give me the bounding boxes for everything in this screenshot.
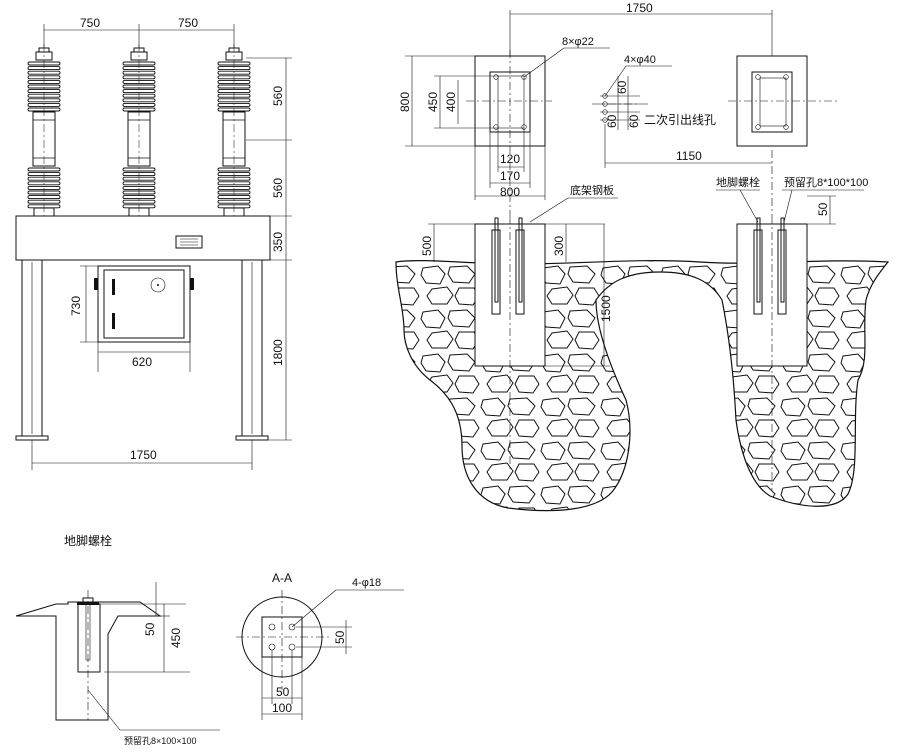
- bolt-detail: 地脚螺栓 50 450 预留孔8×100×100: [15, 533, 220, 746]
- section-aa: A-A 4-φ18 50 50 100: [236, 571, 404, 720]
- terminal-block-pins: [180, 238, 198, 246]
- dim-lower-insulator: 560: [271, 178, 285, 198]
- right-concrete-pier: [737, 224, 807, 366]
- section-aa-title: A-A: [272, 571, 292, 585]
- section-dim-100: 100: [272, 701, 292, 715]
- control-cabinet: [94, 265, 194, 343]
- label-reserved-hole: 预留孔8*100*100: [784, 176, 868, 189]
- bolt-detail-concrete: [15, 601, 162, 721]
- insulator-pole: [122, 44, 156, 217]
- label-anchor-holes: 8×φ22: [562, 36, 594, 48]
- label-base-plate: 底架钢板: [570, 183, 614, 197]
- dim-frame-height: 350: [271, 232, 285, 252]
- front-view: 750 750: [15, 16, 292, 470]
- right-foundation-pad: [736, 55, 808, 147]
- dim-300: 300: [552, 236, 566, 256]
- dim-1500: 1500: [599, 295, 613, 322]
- label-section-holes: 4-φ18: [352, 577, 381, 589]
- dim-500: 500: [420, 236, 434, 256]
- dim-inner-450: 450: [426, 92, 440, 112]
- left-pier-anchor-bolts: [491, 217, 525, 315]
- insulator-poles: [27, 44, 251, 217]
- dim-hole-60a: 60: [615, 80, 629, 94]
- label-anchor-bolt: 地脚螺栓: [716, 175, 760, 189]
- insulator-pole: [217, 44, 251, 217]
- dim-cabinet-height: 730: [69, 296, 83, 316]
- insulator-pole: [27, 44, 61, 217]
- dim-overall-width: 1750: [130, 448, 157, 462]
- dim-800-bottom: 800: [500, 185, 520, 199]
- dim-1150: 1150: [676, 149, 702, 163]
- left-concrete-pier: [475, 224, 545, 366]
- dim-phase-spacing-left: 750: [80, 16, 100, 30]
- bolt-dim-450: 450: [169, 628, 183, 648]
- foundation-plan: 1750 8×φ22 800 450 400: [398, 1, 840, 216]
- frame-terminal-block: [175, 235, 203, 249]
- gravel-ground: [395, 260, 890, 512]
- dim-hole-60c: 60: [627, 114, 641, 128]
- right-pad-anchor-holes: [755, 74, 789, 130]
- bolt-detail-title: 地脚螺栓: [64, 533, 112, 548]
- mechanism-frame: [15, 215, 271, 261]
- dim-center-distance: 1750: [626, 1, 653, 15]
- bolt-dim-50: 50: [143, 622, 157, 636]
- dim-hole-60b: 60: [605, 114, 619, 128]
- bolt-label-reserved-hole: 预留孔8×100×100: [124, 735, 197, 746]
- section-dim-50-right: 50: [333, 630, 347, 644]
- dim-cabinet-width: 620: [132, 355, 152, 369]
- support-legs: [15, 259, 269, 441]
- dim-50-section: 50: [816, 202, 830, 216]
- dim-inner-400: 400: [444, 92, 458, 112]
- dim-upper-insulator: 560: [271, 86, 285, 106]
- section-dim-50-bottom: 50: [276, 685, 290, 699]
- foundation-section: 500 300 1500 底架钢板 地脚螺栓 预留孔8*100*100: [395, 175, 890, 512]
- label-secondary-hole: 二次引出线孔: [644, 113, 716, 127]
- dim-pad-size: 800: [398, 92, 412, 112]
- dim-phase-spacing-right: 750: [178, 16, 198, 30]
- right-pier-anchor-bolts: [753, 217, 787, 315]
- dim-170: 170: [500, 169, 520, 183]
- label-cable-holes: 4×φ40: [624, 54, 656, 66]
- dim-leg-height: 1800: [271, 339, 285, 366]
- dim-120: 120: [500, 152, 520, 166]
